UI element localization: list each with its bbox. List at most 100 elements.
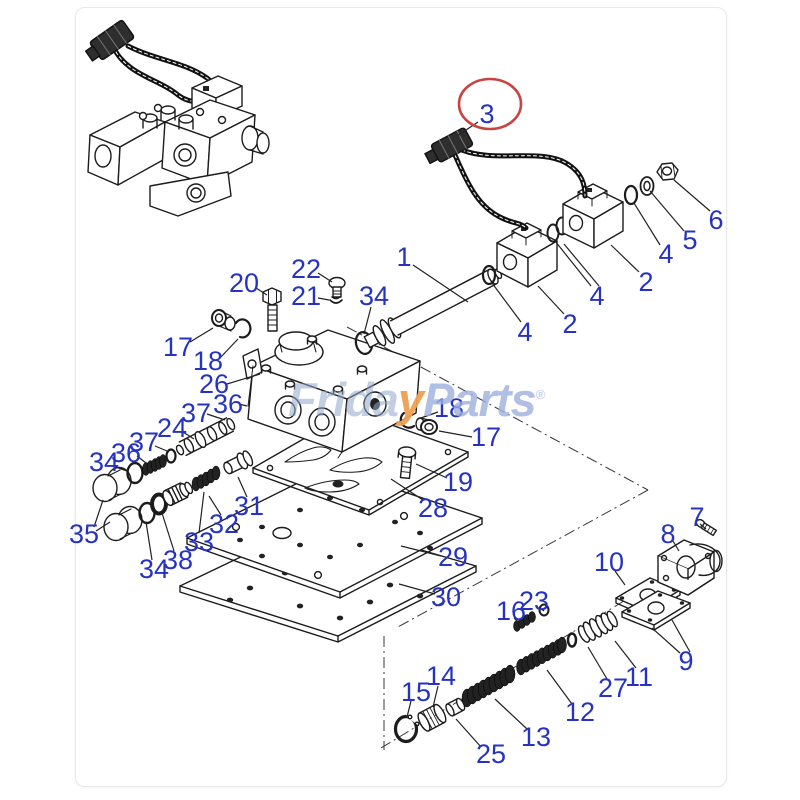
end-plate-10-front bbox=[621, 590, 691, 631]
leader-line-4 bbox=[563, 243, 600, 287]
leader-line-33 bbox=[198, 491, 205, 534]
callout-15: 15 bbox=[401, 677, 431, 707]
valve-plate-29 bbox=[186, 466, 483, 599]
wire-harness-3 bbox=[424, 127, 588, 231]
leader-line-4 bbox=[554, 240, 592, 287]
leader-line-36 bbox=[238, 403, 248, 407]
plug-17-right bbox=[415, 417, 438, 435]
callout-16: 16 bbox=[496, 596, 526, 626]
callout-32: 32 bbox=[209, 509, 239, 539]
cap-plug-35b bbox=[103, 505, 143, 542]
callout-37: 37 bbox=[129, 427, 159, 457]
leader-line-2 bbox=[537, 285, 565, 315]
o-ring-23 bbox=[538, 603, 550, 617]
callout-17: 17 bbox=[471, 422, 501, 452]
callout-20: 20 bbox=[229, 268, 259, 298]
callout-30: 30 bbox=[431, 582, 461, 612]
callout-6: 6 bbox=[708, 205, 723, 235]
backup-ring-38 bbox=[150, 492, 168, 516]
leader-line-2 bbox=[610, 244, 640, 273]
leader-line-34 bbox=[145, 521, 153, 561]
o-ring-4-front bbox=[481, 264, 497, 286]
leader-line-27 bbox=[587, 646, 608, 680]
callout-35: 35 bbox=[69, 519, 99, 549]
leader-line-9 bbox=[651, 627, 681, 654]
piston-25 bbox=[445, 697, 466, 717]
callout-18: 18 bbox=[434, 393, 464, 423]
leader-line-5 bbox=[649, 190, 685, 232]
callout-31: 31 bbox=[234, 491, 264, 521]
valve-body-26 bbox=[242, 329, 421, 459]
leader-line-1 bbox=[412, 264, 469, 303]
screw-22 bbox=[328, 276, 346, 298]
threaded-plug-14 bbox=[417, 703, 447, 732]
callout-27: 27 bbox=[598, 673, 628, 703]
callout-10: 10 bbox=[594, 547, 624, 577]
spring-seat-27 bbox=[566, 632, 578, 648]
callout-34: 34 bbox=[139, 554, 169, 584]
highlighted-part-circle bbox=[457, 77, 523, 131]
callout-38: 38 bbox=[163, 545, 193, 575]
spring-13 bbox=[461, 664, 516, 708]
leader-lines bbox=[93, 121, 711, 748]
leader-line-37 bbox=[206, 413, 226, 421]
callout-28: 28 bbox=[418, 493, 448, 523]
leader-line-34 bbox=[363, 306, 372, 335]
callout-26: 26 bbox=[199, 369, 229, 399]
callout-2: 2 bbox=[638, 267, 653, 297]
end-cover-9 bbox=[657, 539, 723, 596]
leader-line-9 bbox=[671, 619, 691, 653]
nut-6 bbox=[656, 162, 679, 181]
snap-ring-18-left bbox=[234, 318, 252, 339]
leader-line-18 bbox=[219, 338, 239, 359]
leader-line-22 bbox=[317, 272, 333, 283]
solenoid-coil-2-rear bbox=[562, 183, 624, 249]
leader-line-32 bbox=[208, 495, 222, 516]
separator-plate-28 bbox=[252, 410, 469, 516]
callout-21: 21 bbox=[291, 281, 321, 311]
callout-24: 24 bbox=[157, 413, 187, 443]
leader-line-34 bbox=[112, 465, 128, 472]
leader-line-28 bbox=[390, 478, 424, 501]
callout-34: 34 bbox=[89, 447, 119, 477]
highlight-circle bbox=[457, 77, 523, 131]
unit-connector bbox=[84, 19, 135, 62]
callout-8: 8 bbox=[660, 519, 675, 549]
callout-36: 36 bbox=[111, 438, 141, 468]
leader-line-35 bbox=[93, 499, 104, 528]
callout-11: 11 bbox=[625, 662, 653, 692]
callout-4: 4 bbox=[658, 239, 673, 269]
assembled-valve-unit bbox=[84, 19, 270, 217]
snap-ring-18-right bbox=[399, 411, 416, 429]
leader-line-18 bbox=[417, 411, 439, 420]
leader-line-37 bbox=[154, 445, 168, 452]
spring-12 bbox=[516, 636, 567, 676]
leader-line-36 bbox=[136, 455, 147, 464]
callout-29: 29 bbox=[438, 542, 468, 572]
leader-line-4 bbox=[491, 282, 522, 323]
callout-22: 22 bbox=[291, 254, 321, 284]
leader-line-11 bbox=[614, 640, 637, 669]
callout-13: 13 bbox=[521, 722, 551, 752]
leader-line-38 bbox=[161, 512, 175, 552]
leader-line-29 bbox=[400, 545, 442, 557]
washer-37a bbox=[165, 448, 177, 464]
screw-7 bbox=[695, 518, 718, 537]
leader-line-17 bbox=[189, 327, 214, 343]
o-ring-4-rear bbox=[623, 184, 639, 206]
callout-17: 17 bbox=[163, 332, 193, 362]
callout-25: 25 bbox=[476, 739, 506, 769]
spring-16 bbox=[513, 611, 536, 632]
threaded-plug-32 bbox=[162, 481, 194, 507]
leader-line-15 bbox=[406, 700, 412, 718]
leader-line-8 bbox=[672, 540, 680, 552]
leader-line-24 bbox=[182, 431, 195, 440]
leader-line-21 bbox=[317, 297, 330, 301]
leader-line-35 bbox=[95, 521, 111, 532]
leader-line-31 bbox=[237, 476, 248, 498]
callout-18: 18 bbox=[193, 346, 223, 376]
valve-spool-24 bbox=[175, 417, 236, 457]
leader-line-10 bbox=[614, 570, 626, 586]
washer-5 bbox=[639, 176, 655, 196]
